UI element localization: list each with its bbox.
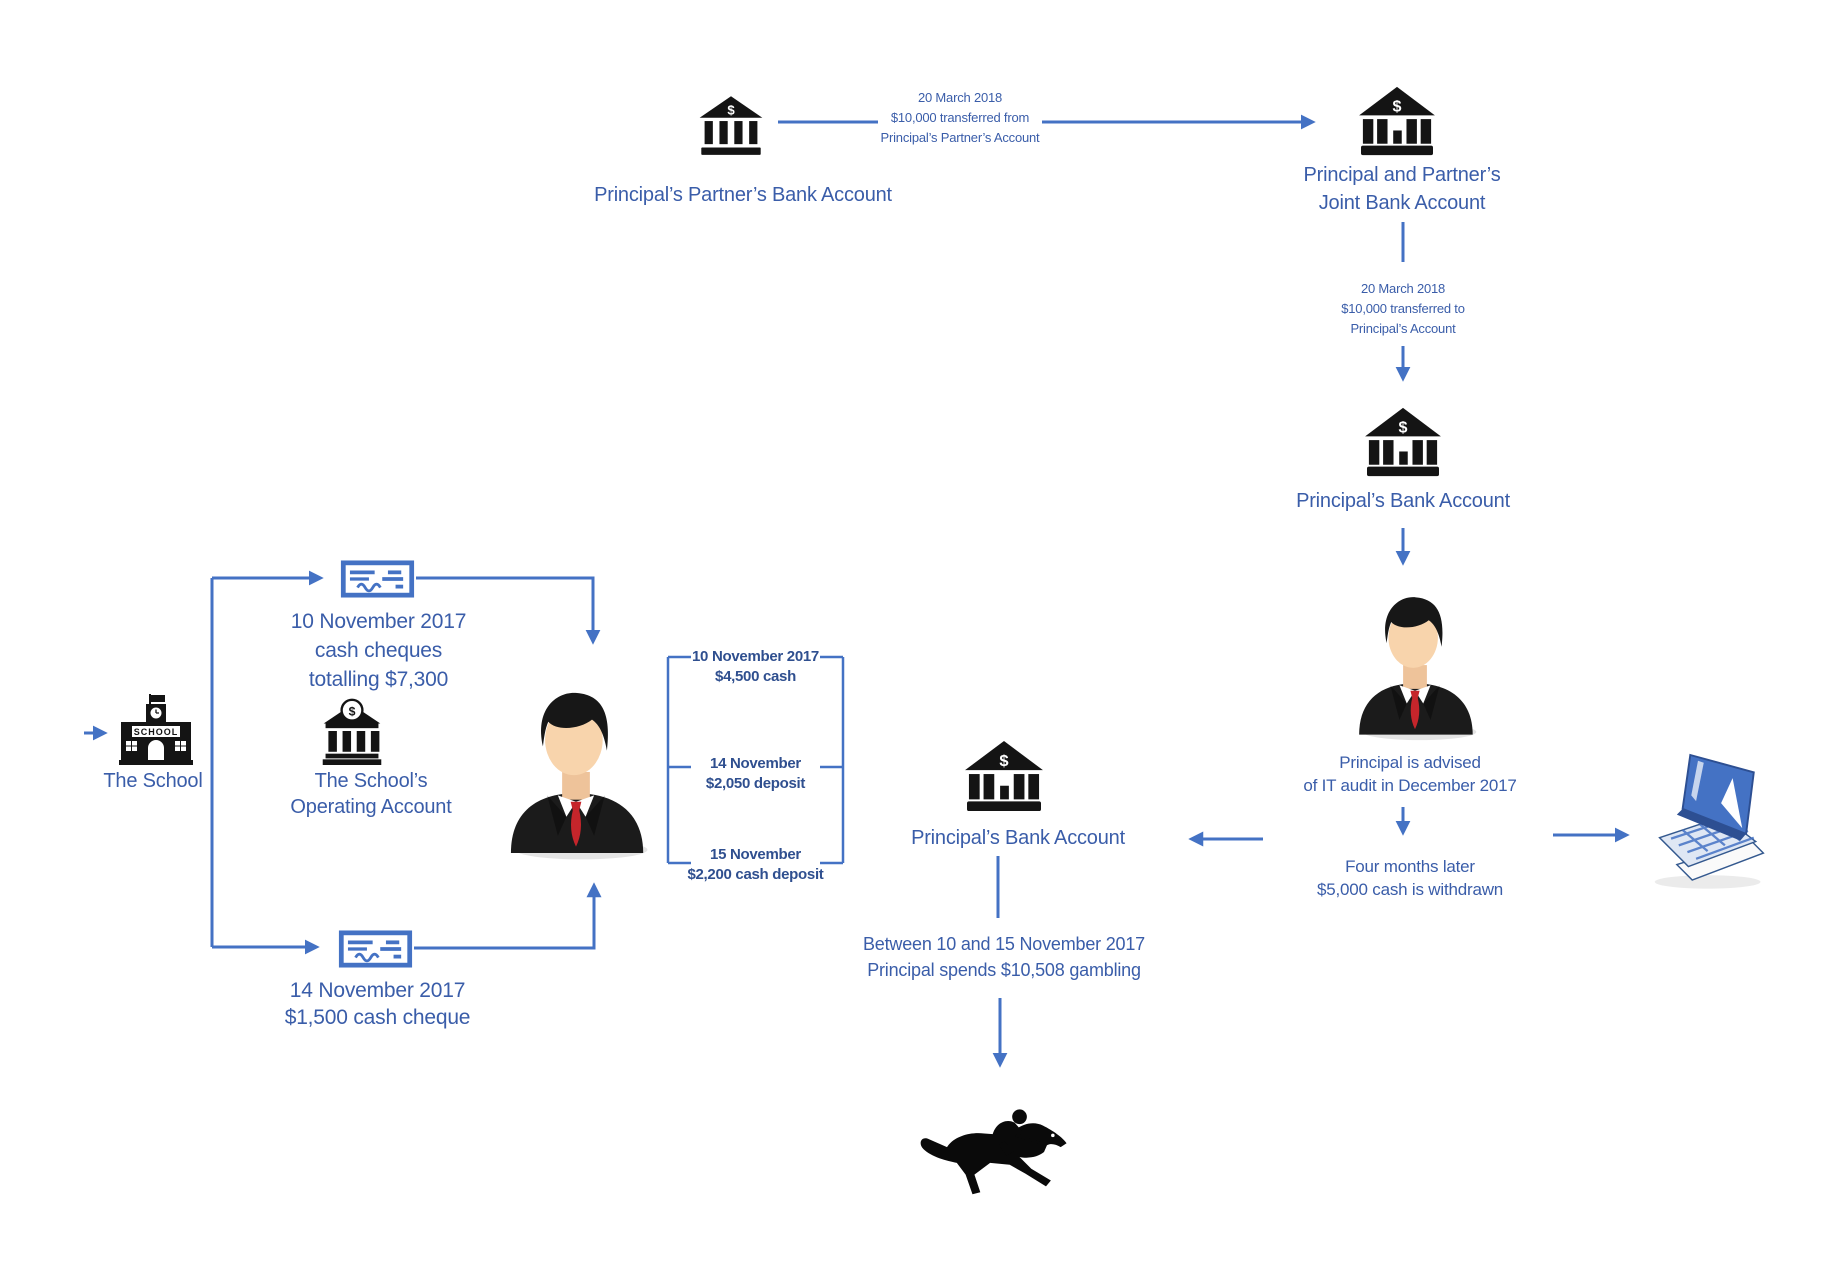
bank-icon-principal-account-top	[1361, 406, 1445, 478]
school-label: The School	[103, 770, 203, 792]
principal-account-label-mid: Principal’s Bank Account	[911, 827, 1125, 849]
cheque-icon-bottom	[337, 930, 414, 968]
note-line: Principal spends $10,508 gambling	[867, 960, 1141, 980]
note-line: $4,500 cash	[715, 668, 796, 685]
deposit-bracket	[666, 655, 845, 865]
note-line: 10 November 2017	[692, 648, 819, 665]
note-line: Principal’s Partner’s Account	[880, 130, 1040, 145]
note-line: cash cheques	[314, 639, 443, 662]
deposit-row: 14 November $2,050 deposit	[668, 754, 843, 794]
dollar-glyph: $	[727, 102, 735, 117]
note-line: 20 March 2018	[1360, 281, 1446, 296]
note-line: 15 November	[710, 846, 801, 863]
joint-account-label: Principal and Partner’s Joint Bank Accou…	[1277, 161, 1527, 217]
note-line: $5,000 cash is withdrawn	[1316, 880, 1504, 899]
gambling-note: Between 10 and 15 November 2017 Principa…	[848, 931, 1160, 983]
laptop-icon	[1654, 753, 1765, 889]
note-line: $2,050 deposit	[705, 775, 806, 792]
bank-icon-joint-account	[1357, 85, 1437, 157]
deposit-row: 10 November 2017 $4,500 cash	[668, 647, 843, 687]
bank-icon-principal-account-mid	[961, 739, 1047, 813]
note-line: $2,200 cash deposit	[687, 866, 824, 883]
note-line: Four months later	[1345, 857, 1475, 876]
school-sign-text: SCHOOL	[134, 727, 179, 737]
transfer-to-principal-note: 20 March 2018 $10,000 transferred to Pri…	[1303, 279, 1503, 339]
transfer-from-partner-note: 20 March 2018 $10,000 transferred from P…	[855, 88, 1065, 148]
note-line: Principal is advised	[1339, 753, 1481, 772]
note-line: Principal’s Account	[1350, 321, 1456, 336]
note-line: totalling $7,300	[308, 668, 449, 691]
bank-icon-partner-account: $	[699, 96, 763, 155]
connector-bottom-cheque-to-principal	[414, 882, 602, 950]
note-line: 20 March 2018	[917, 90, 1003, 105]
note-line: $1,500 cash cheque	[284, 1006, 471, 1029]
note-line: Joint Bank Account	[1318, 192, 1486, 214]
note-line: Operating Account	[290, 796, 452, 818]
note-line: Between 10 and 15 November 2017	[862, 934, 1145, 954]
businessman-icon-left	[496, 684, 656, 862]
businessman-icon-right	[1346, 590, 1484, 742]
audit-note: Principal is advised of IT audit in Dece…	[1280, 751, 1540, 797]
withdrawal-note: Four months later $5,000 cash is withdra…	[1280, 855, 1540, 901]
note-line: 14 November 2017	[289, 979, 466, 1002]
note-line: $10,000 transferred from	[890, 110, 1030, 125]
deposit-row: 15 November $2,200 cash deposit	[668, 845, 843, 885]
note-line: 14 November	[710, 755, 801, 772]
partner-account-label: Principal’s Partner’s Bank Account	[594, 184, 892, 206]
racehorse-icon	[920, 1109, 1067, 1195]
bank-icon-operating-account: $	[322, 698, 382, 765]
bottom-cheque-note: 14 November 2017 $1,500 cash cheque	[255, 977, 500, 1031]
note-line: of IT audit in December 2017	[1303, 776, 1517, 795]
top-cheque-note: 10 November 2017 cash cheques totalling …	[256, 607, 501, 694]
connector-top-cheque-to-principal	[416, 576, 601, 645]
principal-account-label-top: Principal’s Bank Account	[1296, 490, 1510, 512]
school-icon: SCHOOL	[119, 694, 193, 765]
note-line: Principal and Partner’s	[1303, 164, 1501, 186]
operating-account-label: The School’s Operating Account	[271, 768, 471, 820]
cheque-icon-top	[339, 560, 416, 598]
dollar-glyph: $	[349, 704, 356, 718]
note-line: 10 November 2017	[290, 610, 467, 633]
note-line: The School’s	[314, 770, 428, 792]
note-line: $10,000 transferred to	[1341, 301, 1465, 316]
